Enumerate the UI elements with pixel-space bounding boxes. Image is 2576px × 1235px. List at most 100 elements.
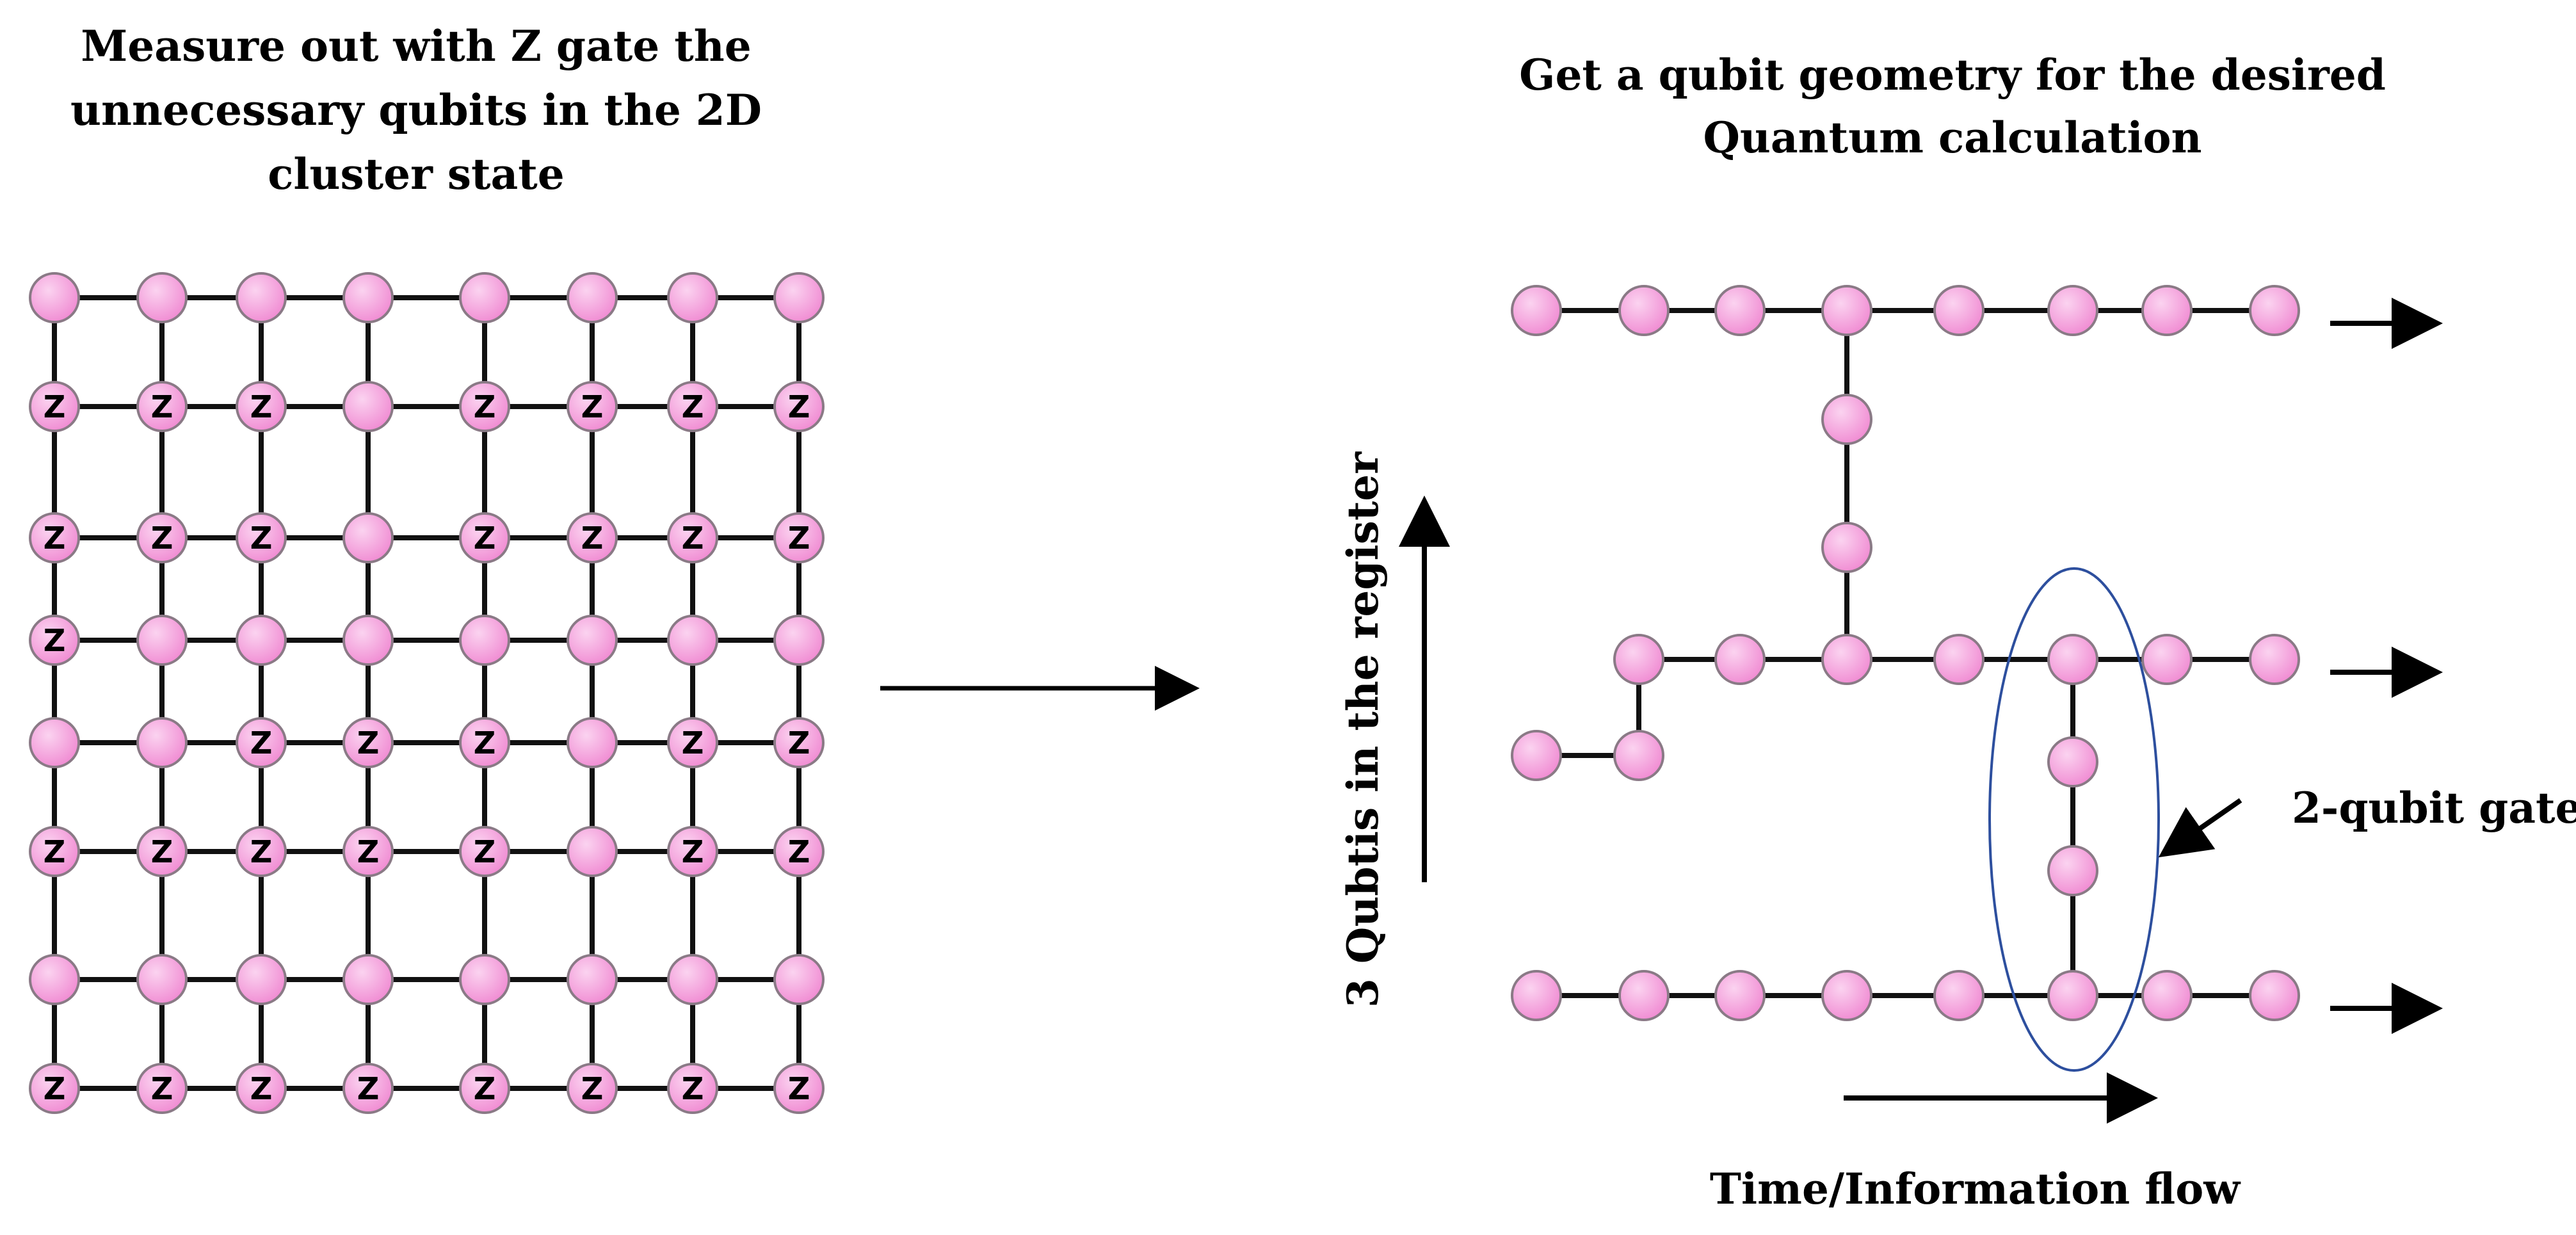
z-measurement-label: Z	[250, 1071, 273, 1107]
z-measurement-label: Z	[44, 1071, 66, 1107]
measured-qubit	[236, 717, 287, 768]
left-title-line-3: cluster state	[268, 149, 565, 199]
measured-qubit	[342, 826, 394, 877]
qubit	[1618, 970, 1670, 1021]
measured-qubit	[459, 381, 510, 432]
measured-qubit	[459, 717, 510, 768]
qubit	[1821, 522, 1872, 573]
measured-qubit	[773, 826, 825, 877]
measured-qubit	[459, 826, 510, 877]
z-measurement-label: Z	[474, 725, 496, 761]
gate-label: 2-qubit gate	[2292, 783, 2576, 833]
qubit-geometry	[1511, 285, 2443, 1034]
z-measurement-label: Z	[250, 834, 273, 870]
left-title: Measure out with Z gate the unnecessary …	[70, 21, 762, 199]
z-measurement-label: Z	[682, 1071, 704, 1107]
measured-qubit	[773, 381, 825, 432]
measured-qubit	[136, 381, 188, 432]
qubit	[667, 615, 718, 666]
measured-qubit	[567, 381, 618, 432]
measured-qubit	[236, 1063, 287, 1114]
qubit	[2047, 736, 2098, 787]
qubit	[29, 272, 80, 323]
qubit	[1511, 285, 1562, 336]
measured-qubit	[29, 1063, 80, 1114]
z-measurement-label: Z	[44, 834, 66, 870]
z-measurement-label: Z	[581, 389, 604, 425]
measured-qubit	[667, 717, 718, 768]
z-measurement-label: Z	[581, 521, 604, 556]
z-measurement-label: Z	[581, 1071, 604, 1107]
measured-qubit	[667, 826, 718, 877]
measured-qubit	[773, 512, 825, 563]
measured-qubit	[567, 1063, 618, 1114]
qubit	[2249, 970, 2300, 1021]
z-measurement-label: Z	[44, 389, 66, 425]
qubit	[342, 512, 394, 563]
qubit	[1821, 394, 1872, 445]
qubit	[1714, 285, 1766, 336]
qubit	[2141, 634, 2193, 685]
z-measurement-label: Z	[474, 1071, 496, 1107]
measured-qubit	[667, 1063, 718, 1114]
qubit	[29, 954, 80, 1005]
z-measurement-label: Z	[474, 834, 496, 870]
qubit	[1821, 970, 1872, 1021]
qubit	[1714, 970, 1766, 1021]
qubit	[773, 272, 825, 323]
z-measurement-label: Z	[250, 521, 273, 556]
qubit	[567, 717, 618, 768]
qubit	[236, 272, 287, 323]
qubit	[342, 272, 394, 323]
qubit	[136, 615, 188, 666]
qubit	[773, 954, 825, 1005]
qubit	[136, 954, 188, 1005]
measured-qubit	[667, 512, 718, 563]
z-measurement-label: Z	[44, 623, 66, 659]
qubit	[567, 826, 618, 877]
qubit	[2047, 970, 2098, 1021]
right-title-line-1: Get a qubit geometry for the desired	[1519, 50, 2386, 100]
measured-qubit	[136, 512, 188, 563]
measured-qubit	[773, 1063, 825, 1114]
left-title-line-1: Measure out with Z gate the	[81, 21, 752, 71]
measured-qubit	[236, 826, 287, 877]
qubit	[459, 272, 510, 323]
qubit	[667, 954, 718, 1005]
z-measurement-label: Z	[151, 521, 173, 556]
measured-qubit	[773, 717, 825, 768]
qubit	[1511, 730, 1562, 781]
measured-qubit	[459, 512, 510, 563]
qubit	[1821, 285, 1872, 336]
gate-pointer-arrow	[2158, 798, 2242, 858]
z-measurement-label: Z	[151, 834, 173, 870]
qubit	[1933, 634, 1984, 685]
measured-qubit	[29, 512, 80, 563]
qubit	[459, 954, 510, 1005]
qubit	[342, 615, 394, 666]
z-measurement-label: Z	[151, 389, 173, 425]
measured-qubit	[342, 1063, 394, 1114]
register-label: 3 Qubtis in the register	[1338, 451, 1388, 1008]
qubit	[773, 615, 825, 666]
time-label: Time/Information flow	[1710, 1164, 2241, 1214]
qubit	[1714, 634, 1766, 685]
z-measurement-label: Z	[474, 521, 496, 556]
z-measurement-label: Z	[682, 725, 704, 761]
z-measurement-label: Z	[474, 389, 496, 425]
measured-qubit	[236, 512, 287, 563]
z-measurement-label: Z	[682, 834, 704, 870]
qubit	[342, 381, 394, 432]
measured-qubit	[29, 826, 80, 877]
qubit	[567, 272, 618, 323]
qubit	[1511, 970, 1562, 1021]
measured-qubit	[29, 615, 80, 666]
z-measurement-label: Z	[250, 389, 273, 425]
qubit	[236, 615, 287, 666]
measured-qubit	[667, 381, 718, 432]
qubit	[342, 954, 394, 1005]
qubit	[2141, 970, 2193, 1021]
qubit	[2249, 634, 2300, 685]
z-measurement-label: Z	[788, 725, 810, 761]
